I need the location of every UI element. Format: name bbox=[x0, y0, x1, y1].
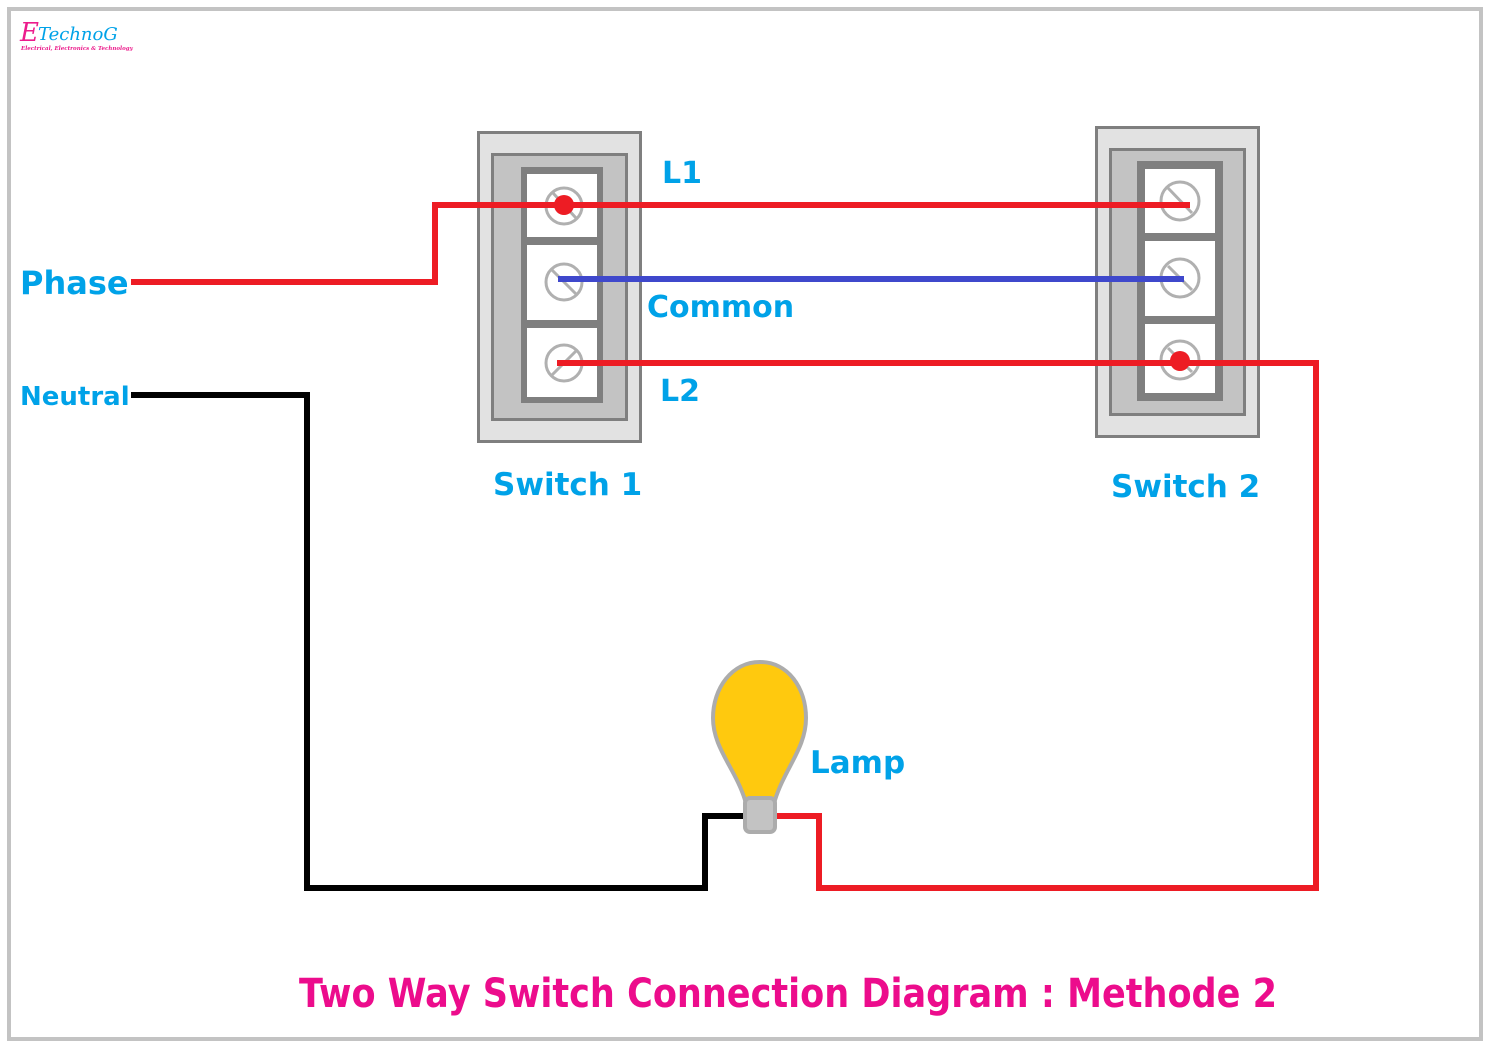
logo-tagline: Electrical, Electronics & Technology bbox=[20, 46, 134, 52]
lamp-label: Lamp bbox=[810, 745, 905, 781]
etechnog-logo: E TechnoG Electrical, Electronics & Tech… bbox=[19, 18, 134, 52]
phase-wire-l1 bbox=[131, 202, 1190, 285]
connection-dot bbox=[554, 195, 574, 215]
phase-wire-l2-to-lamp bbox=[557, 360, 1319, 891]
neutral-wire bbox=[131, 392, 750, 891]
screw-icon bbox=[1159, 180, 1201, 222]
l2-label: L2 bbox=[660, 374, 700, 409]
switch-2-label: Switch 2 bbox=[1111, 469, 1260, 505]
phase-label: Phase bbox=[20, 264, 129, 302]
neutral-label: Neutral bbox=[20, 382, 130, 412]
diagram-frame bbox=[7, 7, 1483, 1041]
switch-1-terminal-common bbox=[527, 245, 597, 320]
logo-name: TechnoG bbox=[38, 24, 118, 45]
diagram-title: Two Way Switch Connection Diagram : Meth… bbox=[299, 971, 1277, 1017]
switch-1 bbox=[477, 131, 642, 443]
connection-dot bbox=[1170, 351, 1190, 371]
l1-label: L1 bbox=[662, 156, 702, 191]
lamp-bulb-icon bbox=[710, 659, 809, 834]
switch-1-label: Switch 1 bbox=[493, 467, 642, 503]
lamp-base bbox=[743, 796, 777, 834]
common-label: Common bbox=[647, 290, 794, 325]
logo-letter: E bbox=[19, 18, 39, 48]
